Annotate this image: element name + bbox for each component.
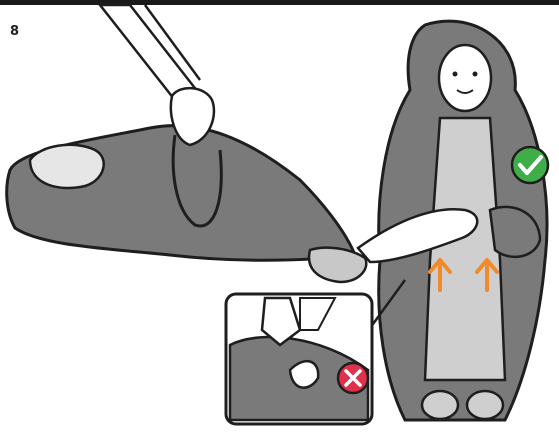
left-scene-lift — [7, 5, 367, 282]
baby-leg-left — [309, 248, 366, 282]
baby-foot-left — [422, 391, 458, 419]
baby-face-right — [439, 45, 491, 111]
right-scene-wrapped — [358, 21, 548, 420]
cross-circle-icon — [338, 363, 368, 393]
baby-head-left — [30, 145, 104, 188]
check-circle-icon — [512, 147, 548, 183]
baby-foot-right — [467, 391, 503, 419]
baby-outfit-right — [425, 118, 505, 380]
